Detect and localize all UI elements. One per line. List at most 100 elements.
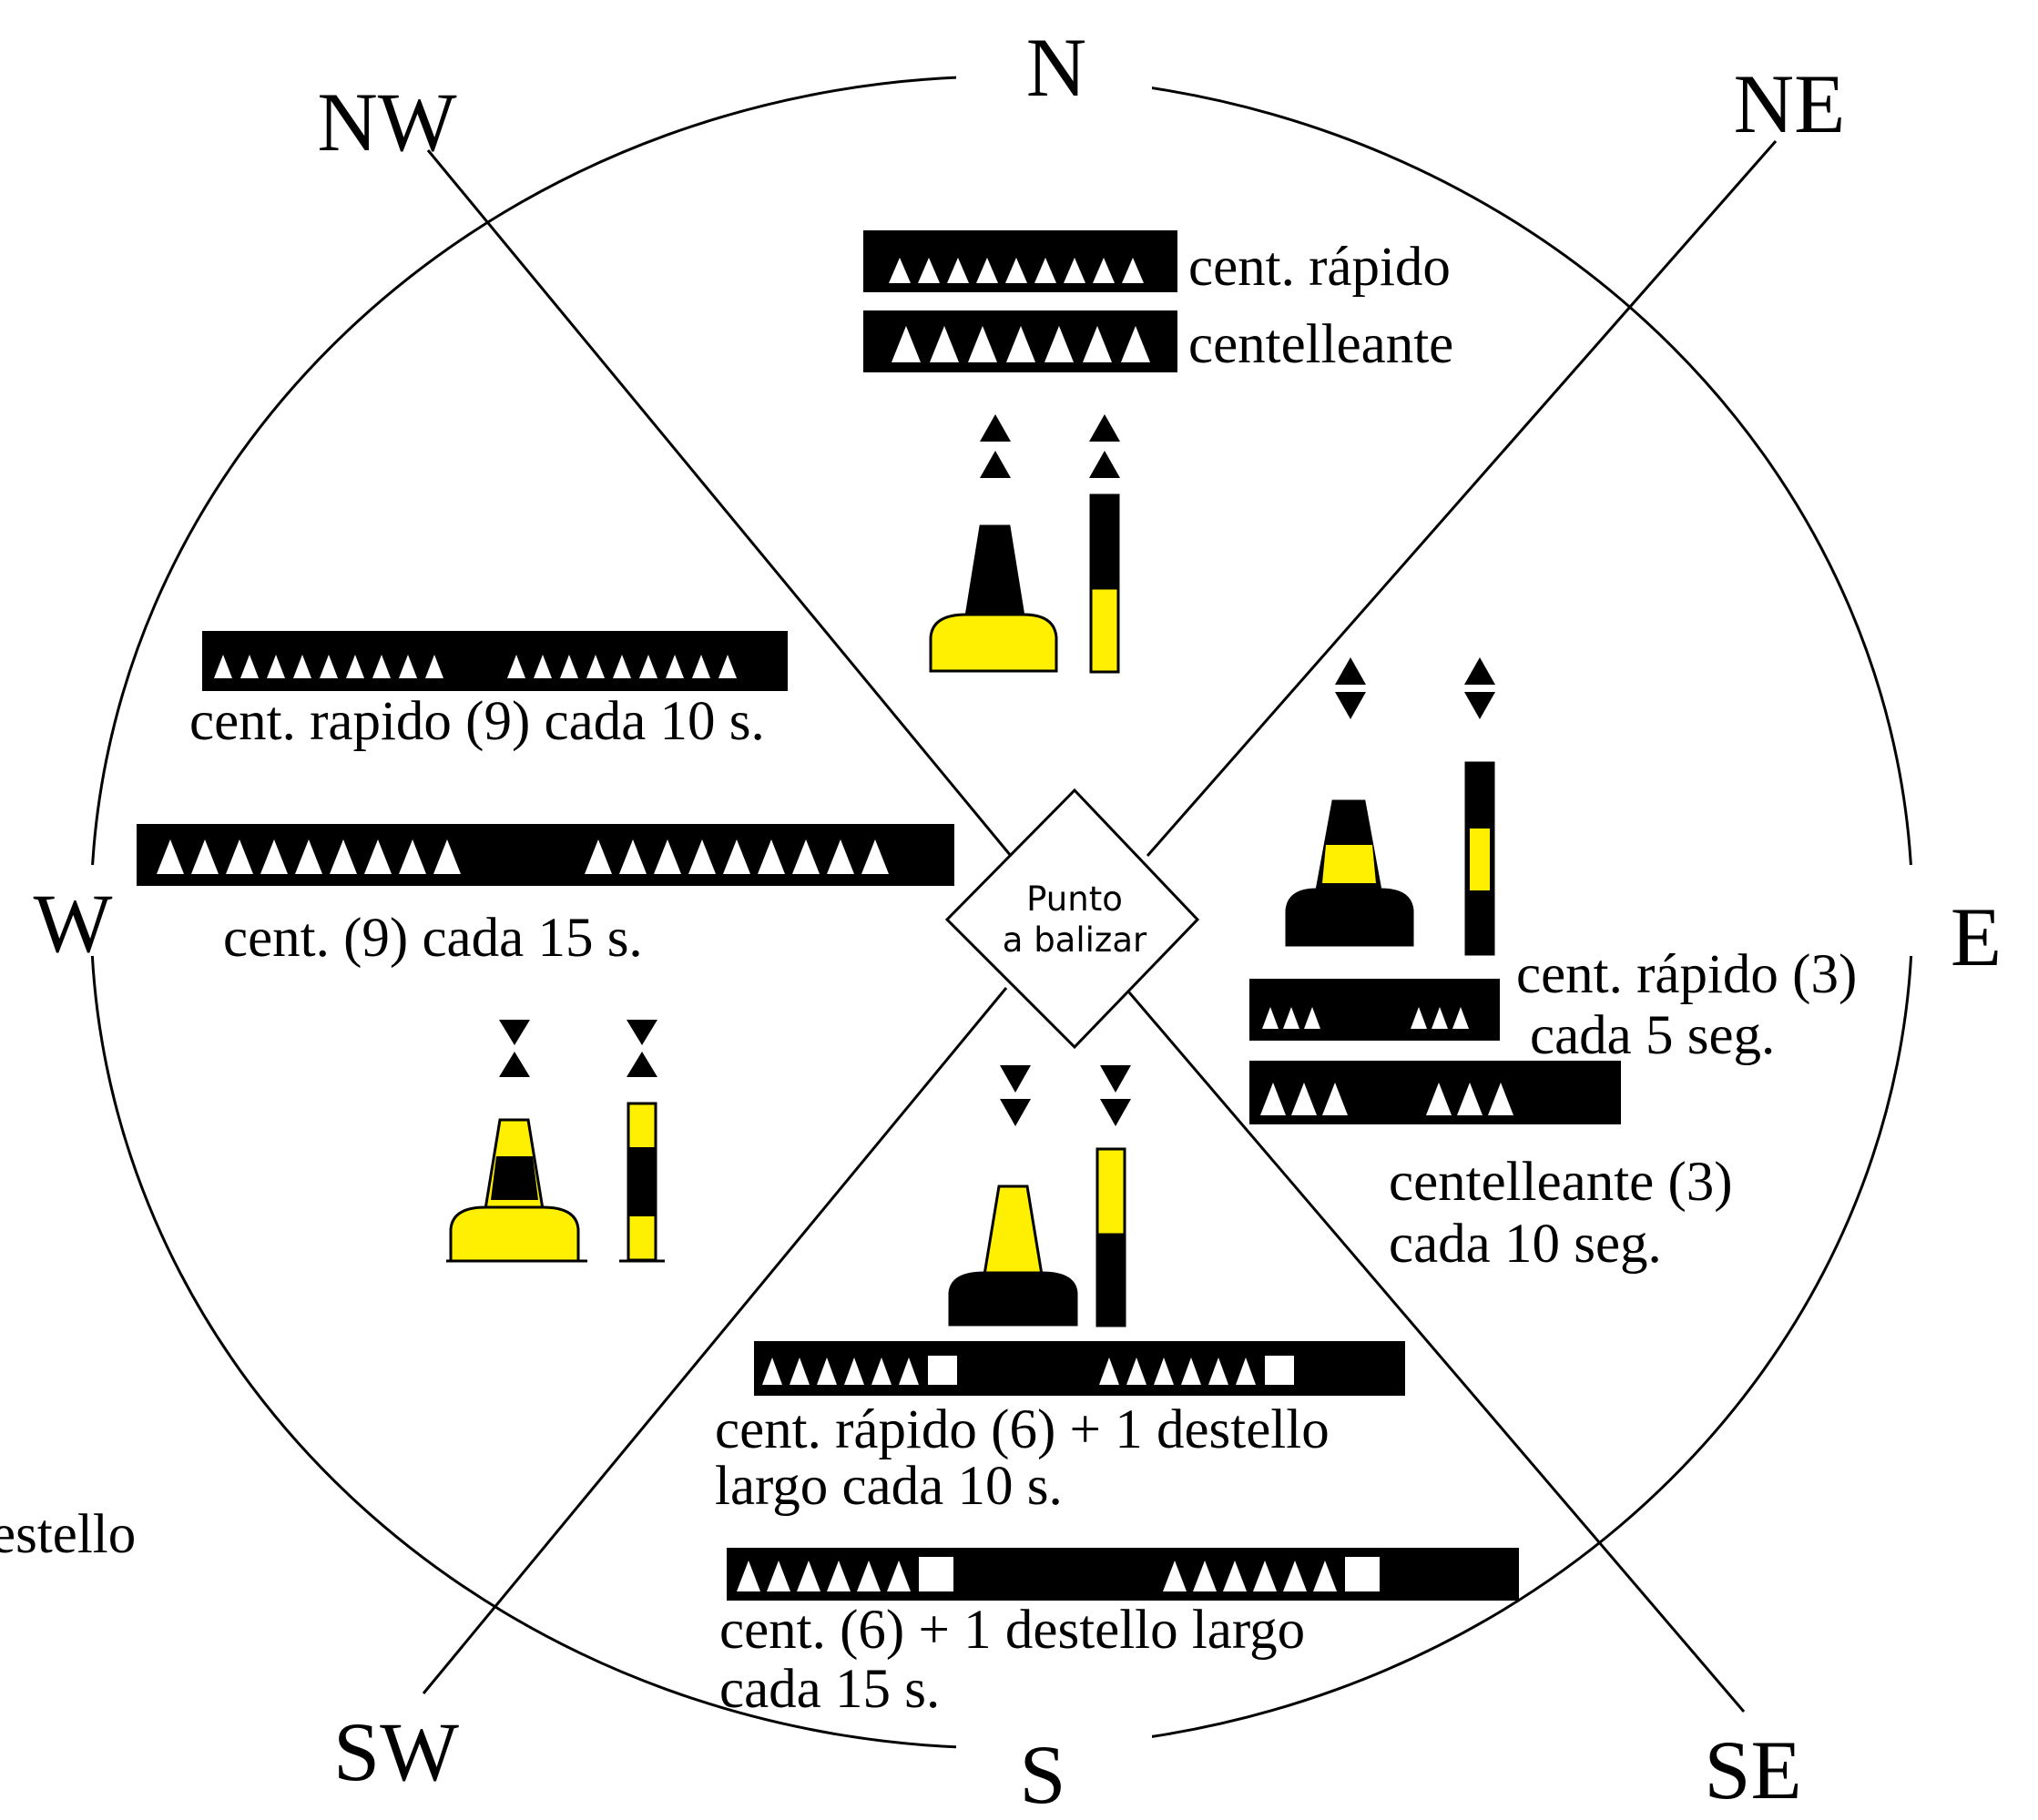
flash-triangle xyxy=(1044,326,1074,362)
west-spar xyxy=(619,1102,665,1263)
flash-triangle xyxy=(899,1357,919,1385)
north-spar-topmark xyxy=(1089,414,1120,478)
flash-triangle xyxy=(1154,1357,1174,1385)
flash-triangle xyxy=(1313,1561,1337,1591)
flash-triangle xyxy=(619,839,647,874)
long-flash-square xyxy=(928,1356,957,1385)
flash-triangle xyxy=(560,655,578,678)
flash-triangle xyxy=(1034,258,1056,283)
east-quick-flashes xyxy=(1262,1007,1469,1029)
dir-s: S xyxy=(1019,1728,1065,1820)
flash-triangle xyxy=(889,258,911,283)
flash-triangle xyxy=(1122,258,1144,283)
flash-triangle xyxy=(762,1357,782,1385)
long-flash-square xyxy=(1345,1557,1380,1591)
flash-triangle xyxy=(968,326,997,362)
flash-triangle xyxy=(1452,1007,1469,1029)
line-se xyxy=(1127,991,1746,1713)
flash-triangle xyxy=(226,839,253,874)
west-quick-light-bar xyxy=(202,631,788,691)
flash-triangle xyxy=(1322,1083,1348,1115)
dir-nw: NW xyxy=(317,76,456,168)
long-flash-square xyxy=(1265,1356,1294,1385)
dir-se: SE xyxy=(1704,1723,1801,1816)
south-buoy-topmark xyxy=(1000,1065,1031,1126)
flash-triangle xyxy=(1006,326,1035,362)
flash-triangle xyxy=(947,258,969,283)
flash-triangle xyxy=(654,839,681,874)
east-light-label-line2: cada 10 seg. xyxy=(1389,1214,1662,1275)
dir-w: W xyxy=(34,877,113,970)
flash-triangle xyxy=(639,655,657,678)
flash-triangle xyxy=(1163,1561,1187,1591)
east-light-label-line1: centelleante (3) xyxy=(1389,1152,1733,1213)
gap-e xyxy=(1876,865,1949,956)
south-quick-flashes xyxy=(762,1356,1294,1385)
north-buoy-topmark xyxy=(980,414,1011,478)
fragment-text: estello xyxy=(0,1504,136,1565)
south-spar-topmark xyxy=(1100,1065,1131,1126)
north-flashes xyxy=(892,326,1150,362)
flash-triangle xyxy=(293,655,311,678)
flash-triangle xyxy=(844,1357,864,1385)
gap-n xyxy=(956,47,1152,111)
south-quick-label-line2: largo cada 10 s. xyxy=(715,1456,1063,1517)
flash-triangle xyxy=(267,655,285,678)
dir-ne: NE xyxy=(1734,57,1846,150)
west-light-label: cent. (9) cada 15 s. xyxy=(223,908,643,969)
flash-triangle xyxy=(240,655,259,678)
flash-triangle xyxy=(1181,1357,1201,1385)
south-flashes xyxy=(737,1557,1380,1591)
flash-triangle xyxy=(930,326,959,362)
west-buoy-topmark xyxy=(499,1020,530,1077)
east-quick-label-line2: cada 5 seg. xyxy=(1530,1005,1775,1066)
flash-triangle xyxy=(585,839,612,874)
flash-triangle xyxy=(346,655,364,678)
flash-triangle xyxy=(887,1561,911,1591)
flash-triangle xyxy=(330,839,357,874)
south-quick-light-bar xyxy=(754,1341,1405,1396)
flash-triangle xyxy=(1260,1083,1286,1115)
flash-triangle xyxy=(767,1561,790,1591)
flash-triangle xyxy=(1411,1007,1427,1029)
west-quick-flashes xyxy=(214,655,737,678)
east-flashes xyxy=(1260,1083,1513,1115)
flash-triangle xyxy=(399,655,417,678)
flash-triangle xyxy=(1253,1561,1277,1591)
south-buoy xyxy=(948,1185,1078,1327)
flash-triangle xyxy=(534,655,552,678)
flash-triangle xyxy=(433,839,461,874)
flash-triangle xyxy=(792,839,820,874)
south-light-bar xyxy=(727,1548,1519,1601)
north-spar xyxy=(1089,493,1120,674)
north-light-label: centelleante xyxy=(1188,314,1453,375)
south-light-label-line2: cada 15 s. xyxy=(719,1659,940,1720)
north-quick-label: cent. rápido xyxy=(1188,237,1451,298)
flash-triangle xyxy=(817,1357,837,1385)
east-spar xyxy=(1464,761,1495,956)
flash-triangle xyxy=(1193,1561,1217,1591)
flash-triangle xyxy=(790,1357,810,1385)
dir-e: E xyxy=(1951,890,2002,983)
flash-triangle xyxy=(191,839,219,874)
west-light-bar xyxy=(137,824,954,886)
flash-triangle xyxy=(688,839,716,874)
flash-triangle xyxy=(1283,1007,1299,1029)
flash-triangle xyxy=(613,655,631,678)
flash-triangle xyxy=(364,839,392,874)
flash-triangle xyxy=(260,839,288,874)
flash-triangle xyxy=(892,326,921,362)
flash-triangle xyxy=(1099,1357,1119,1385)
flash-triangle xyxy=(1291,1083,1317,1115)
center-label-line1: Punto xyxy=(1026,879,1123,919)
south-quick-label-line1: cent. rápido (6) + 1 destello xyxy=(715,1399,1330,1460)
flash-triangle xyxy=(1236,1357,1256,1385)
flash-triangle xyxy=(320,655,338,678)
line-ne xyxy=(1146,140,1778,857)
flash-triangle xyxy=(1126,1357,1146,1385)
flash-triangle xyxy=(723,839,750,874)
flash-triangle xyxy=(666,655,684,678)
flash-triangle xyxy=(758,839,785,874)
east-buoy-topmark xyxy=(1335,657,1366,719)
flash-triangle xyxy=(425,655,443,678)
